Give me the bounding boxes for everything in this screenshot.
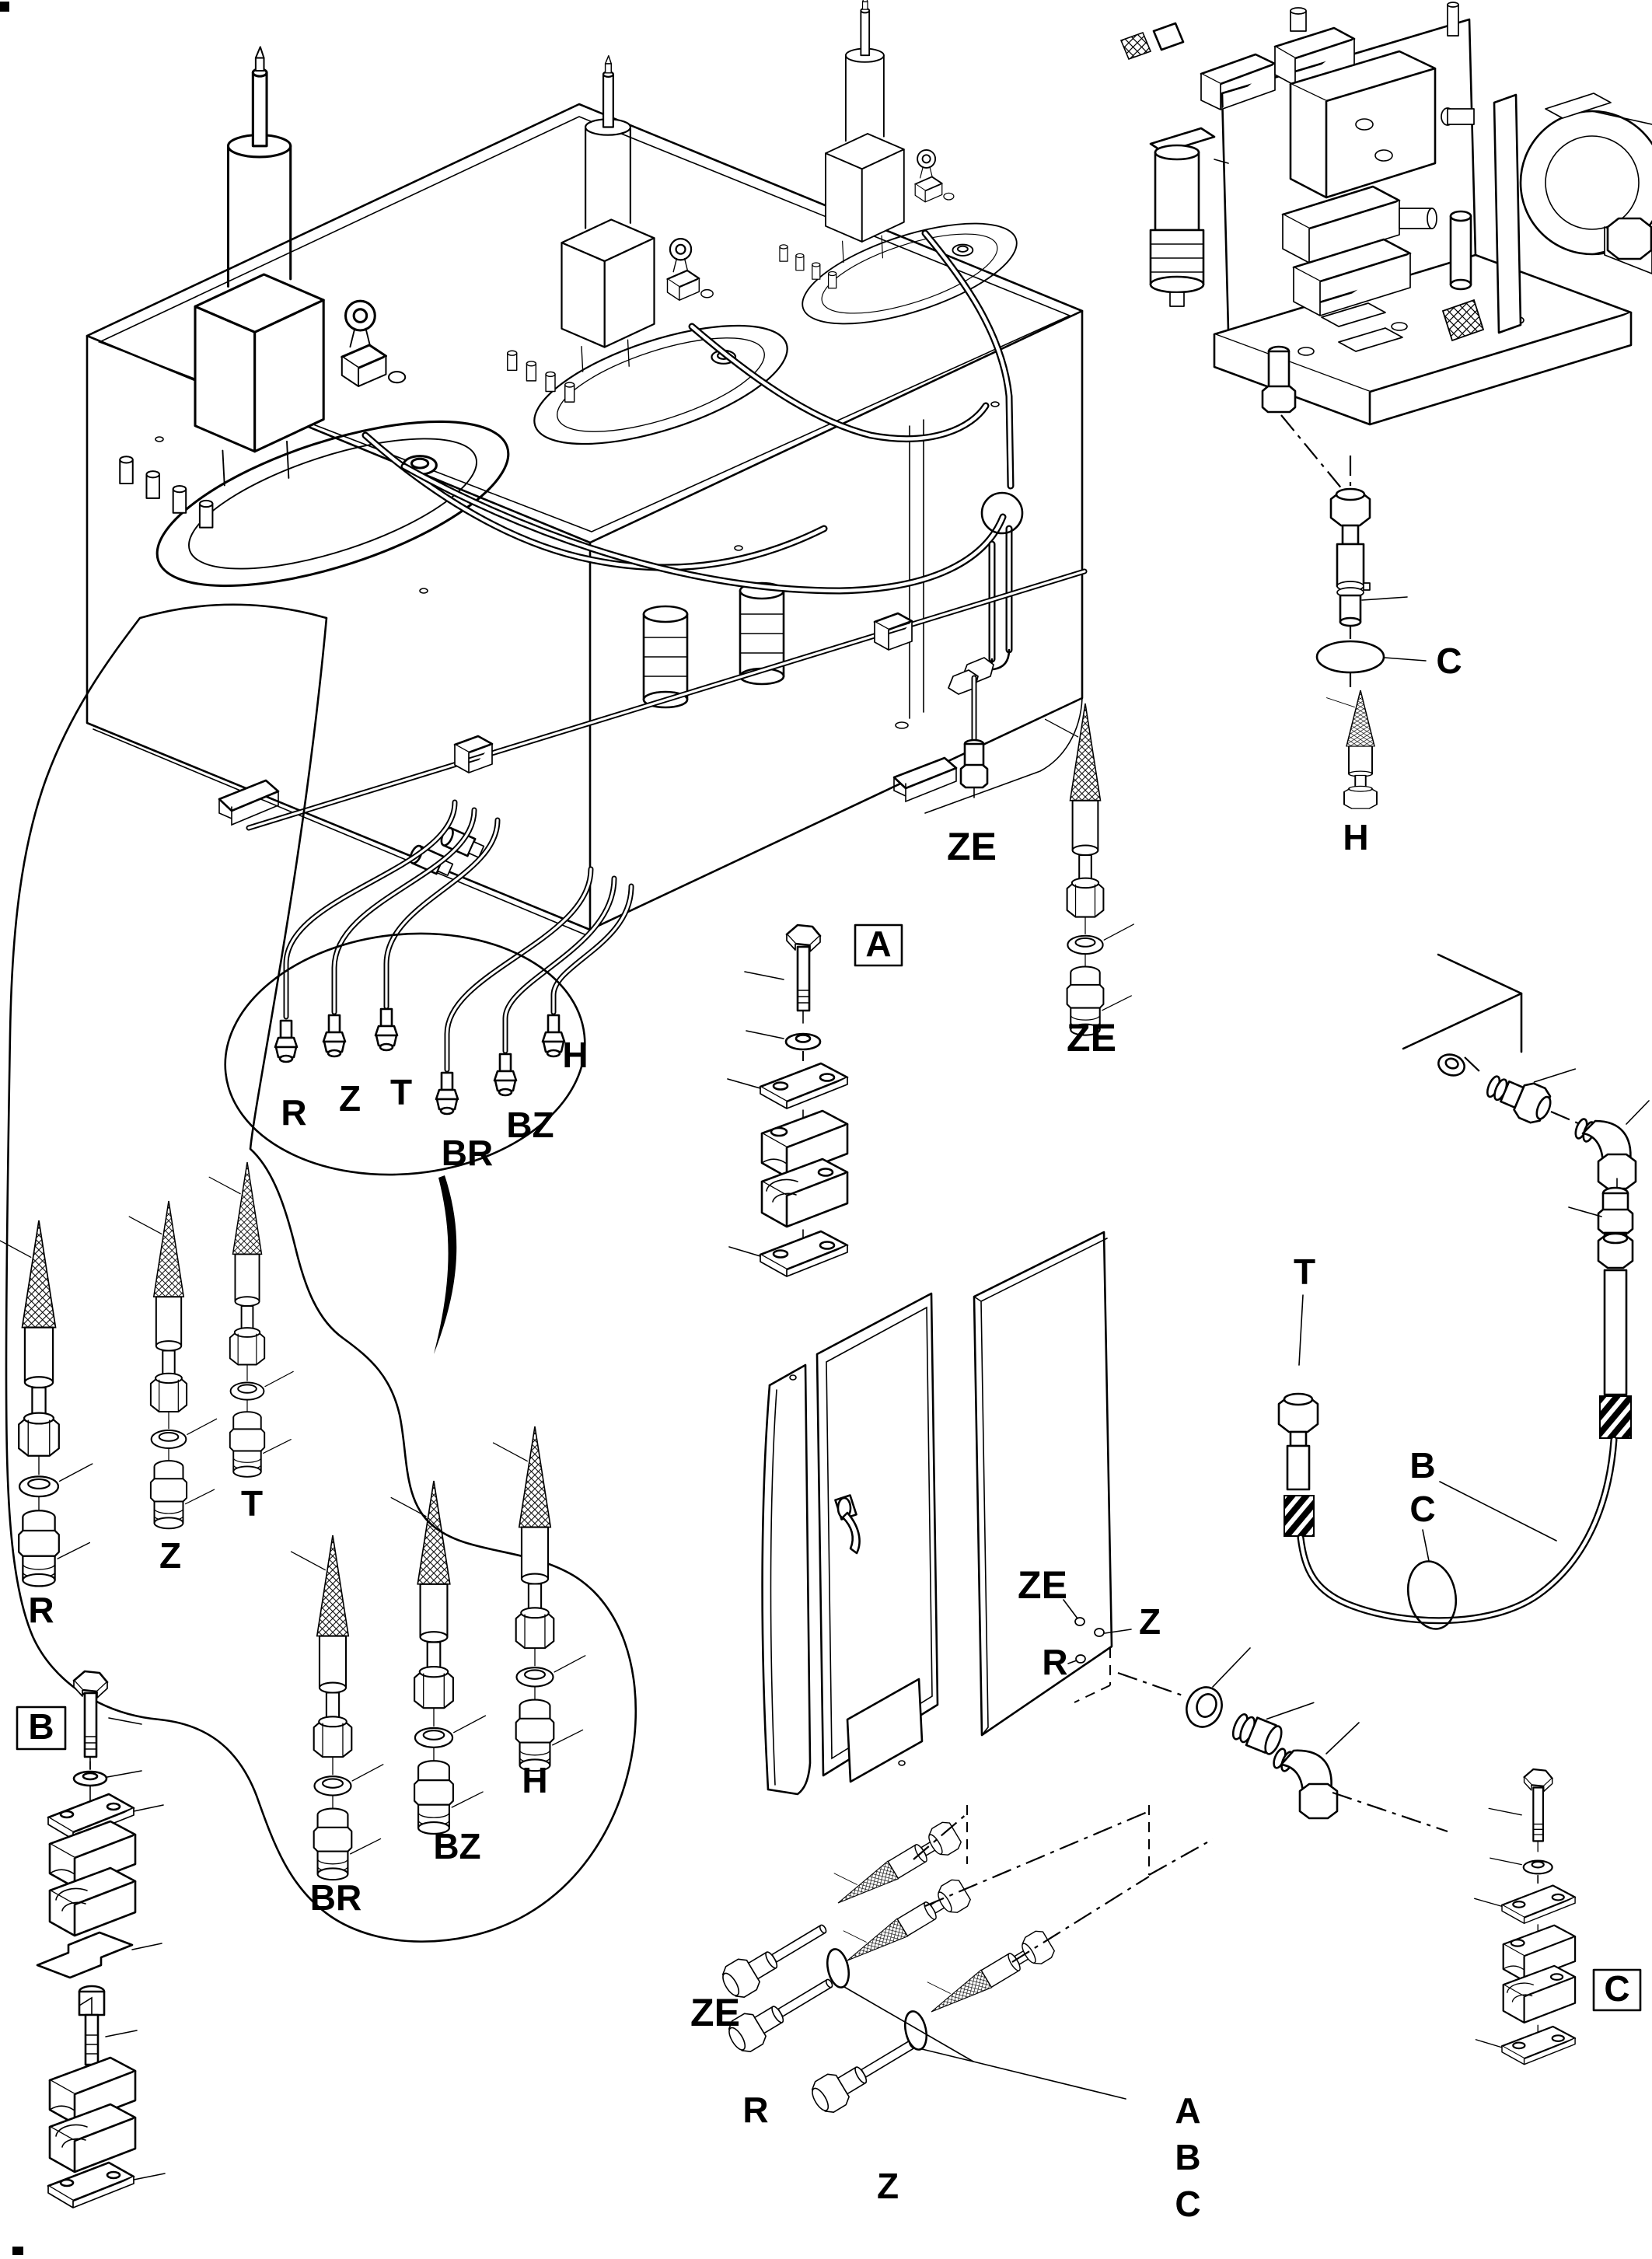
detail-label-h: H [522,1760,547,1800]
u-hose-group: T B C [1277,1252,1618,1630]
kick-panel [846,1678,924,1783]
hose-end-h [1325,690,1378,810]
supply-label-h: H [1343,817,1368,857]
door-handle [834,1494,861,1555]
port-label-t: T [390,1072,412,1112]
elbow-fitting [1574,1100,1650,1190]
hose-end-detail-h [492,1425,586,1772]
panel-port-z: Z [1139,1601,1161,1642]
supply-chain: C H [1315,456,1462,857]
bottom-label-r: R [742,2090,768,2130]
detail-leader-swoosh [434,1175,457,1354]
ze-detail-chain: ZE ZE [947,702,1135,1060]
hose-end-t [1277,1392,1319,1537]
valve-manifold [1119,2,1652,495]
bottom-hose-left-z [805,2027,924,2118]
panel-elbow-chain [1074,1647,1448,1833]
hose-label-t: T [1294,1252,1315,1292]
bottom-ref-c: C [1175,2184,1200,2224]
port-ellipse-group: R Z T BR BZ H [224,932,589,1354]
tank-foot [892,756,958,803]
ref-box-b-label: B [28,1706,54,1747]
clamp-position-loop [1406,1560,1458,1630]
manifold-solenoids [1281,185,1437,352]
door-panel [816,1292,939,1777]
bottom-ref-b: B [1175,2137,1200,2177]
port-label-h: H [562,1035,588,1075]
bottom-ref-a: A [1175,2090,1200,2131]
detail-label-bz: BZ [433,1826,480,1866]
manifold-valve-topleft [1119,7,1356,110]
grommet-2 [903,2010,928,2051]
panel-port-r: R [1042,1642,1067,1682]
clamp-position-ellipse-c [1315,640,1385,674]
bulkhead-chain [1402,953,1650,1439]
tank-assembly [86,0,1088,935]
side-panel-curved [761,1363,812,1796]
bottom-hose-end-z [917,1917,1057,2026]
port-label-bz: BZ [506,1105,554,1145]
port-label-z: Z [339,1078,361,1119]
straight-fitting [1486,1068,1577,1124]
manifold-filter [1149,127,1229,307]
pipe-loop-ring [980,491,1024,535]
drain-plug [409,844,454,876]
ref-box-a [854,924,903,967]
ze-pipe-fitting [959,738,989,798]
clamp-detail-b: B [16,1670,166,2208]
tank-foot [218,779,280,826]
hose-b [1297,1436,1618,1625]
manifold-centre-block [1289,50,1475,199]
weld-plate [36,1931,134,1979]
hose-end-detail-z [128,1199,218,1530]
manifold-port-nipple [1261,345,1297,414]
hose-end-detail-r [0,1219,93,1587]
panel-elbow [1273,1722,1360,1820]
hose-label-b: B [1409,1445,1435,1486]
clamp-detail-a: A [728,924,903,1276]
panel-port-ze: ZE [1018,1563,1067,1607]
hose-end-detail-bz [390,1479,487,1835]
detail-label-z: Z [159,1535,181,1576]
pump-unit-1 [120,47,526,620]
grommet-1 [826,1948,850,1988]
detail-label-br: BR [310,1877,361,1918]
detail-blob: R Z T BR BZ H [0,603,637,1943]
hose-end-detail-t [208,1161,295,1478]
hose-end-detail-br [290,1534,384,1881]
bottom-label-z: Z [877,2166,899,2206]
cabinet-panels: ZE Z R [761,1231,1161,1796]
ref-box-c-label: C [1604,1968,1629,2009]
ref-box-c [1592,1968,1642,2012]
return-filter [642,605,689,709]
port-label-br: BR [442,1133,493,1173]
ze-label-side: ZE [947,825,997,868]
port-label-r: R [281,1092,306,1133]
bottom-label-ze: ZE [690,1991,740,2034]
supply-label-c: C [1436,641,1462,681]
threaded-bushing [1231,1702,1315,1755]
bottom-hose-end-r [833,1866,973,1974]
tank-down-pipes [283,799,634,1073]
clamp-detail-c: C [1475,1769,1642,2065]
ze-label-below: ZE [1067,1016,1116,1060]
detail-label-t: T [241,1483,263,1524]
ref-box-b [16,1706,67,1751]
hose-label-c: C [1409,1489,1435,1529]
tank-piping [246,229,1088,831]
manifold-motor [1493,93,1652,334]
bottom-hose-group: ZE R Z A B C [690,1805,1214,2224]
hose-nut-upper [1597,1232,1634,1269]
manifold-accumulator [1441,210,1485,342]
ref-box-a-label: A [865,924,891,964]
print-marks [0,2,23,2255]
pump-unit-3 [780,0,1028,344]
back-panel [973,1231,1132,1737]
hose-top-fitting [1329,487,1408,627]
detail-label-r: R [28,1590,54,1630]
